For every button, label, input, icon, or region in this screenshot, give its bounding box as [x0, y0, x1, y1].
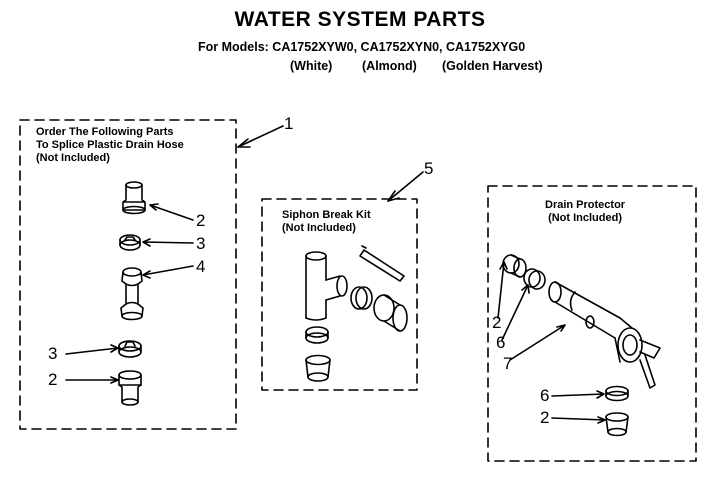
- middle-part-tee: [305, 251, 348, 321]
- middle-part-sleeve: [305, 354, 331, 382]
- leader-left-2b: [65, 376, 119, 384]
- left-part-adapter-top: [122, 181, 146, 215]
- color-white: (White): [290, 59, 333, 73]
- middle-box-label: Siphon Break Kit (Not Included): [282, 209, 371, 235]
- leader-right-2a: [497, 261, 508, 319]
- middle-part-strap: [359, 245, 405, 282]
- left-box-outline: [19, 119, 237, 430]
- leader-5: [387, 171, 424, 202]
- left-box-label-line-2: To Splice Plastic Drain Hose: [36, 139, 184, 151]
- right-box-label: Drain Protector (Not Included): [545, 199, 625, 225]
- middle-box-label-line-2: (Not Included): [282, 222, 356, 234]
- middle-box-label-line-1: Siphon Break Kit: [282, 209, 371, 221]
- right-part-adapter-bottom: [605, 412, 629, 437]
- leader-left-3a: [142, 238, 194, 247]
- callout-left-3b: 3: [48, 344, 58, 363]
- callout-right-6b: 6: [540, 386, 550, 405]
- leader-left-2a: [149, 203, 194, 221]
- leader-5-head: [387, 190, 400, 202]
- models-line: For Models: CA1752XYW0, CA1752XYN0, CA17…: [198, 40, 526, 54]
- leader-right-7: [509, 324, 566, 361]
- right-part-ring-6-bottom: [605, 385, 629, 402]
- right-box-label-line-2: (Not Included): [548, 212, 622, 224]
- left-box-label-line-1: Order The Following Parts: [36, 126, 174, 138]
- callout-left-2a: 2: [196, 211, 206, 230]
- color-golden-harvest: (Golden Harvest): [442, 59, 543, 73]
- right-box-label-line-1: Drain Protector: [545, 199, 626, 211]
- left-part-adapter-bottom: [118, 370, 142, 406]
- callout-5: 5: [424, 159, 434, 178]
- leader-1-head: [237, 138, 251, 148]
- leader-left-3b: [65, 344, 119, 355]
- right-part-drain-protector: [548, 281, 661, 389]
- left-box-label: Order The Following Parts To Splice Plas…: [36, 126, 184, 165]
- leader-left-4: [142, 265, 194, 279]
- left-box-label-line-3: (Not Included): [36, 152, 110, 164]
- callout-right-2b: 2: [540, 408, 550, 427]
- leader-right-6b: [551, 390, 605, 399]
- left-part-connector: [120, 267, 144, 321]
- middle-part-ring-b: [373, 294, 408, 332]
- leader-1: [237, 125, 284, 148]
- leader-right-2b: [551, 416, 606, 424]
- middle-part-ring-a: [350, 286, 373, 310]
- callout-left-4: 4: [196, 257, 206, 276]
- left-part-clamp-top: [119, 234, 141, 251]
- color-almond: (Almond): [362, 59, 417, 73]
- leader-right-6a: [501, 284, 530, 341]
- right-part-ring-6: [523, 268, 546, 290]
- page-title: WATER SYSTEM PARTS: [234, 8, 486, 31]
- callout-right-7: 7: [503, 354, 513, 373]
- middle-part-ring-c: [305, 326, 329, 344]
- right-box-outline: [487, 185, 697, 462]
- callout-left-3a: 3: [196, 234, 206, 253]
- callout-left-2b: 2: [48, 370, 58, 389]
- middle-box-outline: [261, 198, 418, 391]
- callout-1: 1: [284, 114, 294, 133]
- left-part-clamp-bottom: [118, 340, 142, 358]
- callout-right-2a: 2: [492, 313, 502, 332]
- callout-right-6a: 6: [496, 333, 506, 352]
